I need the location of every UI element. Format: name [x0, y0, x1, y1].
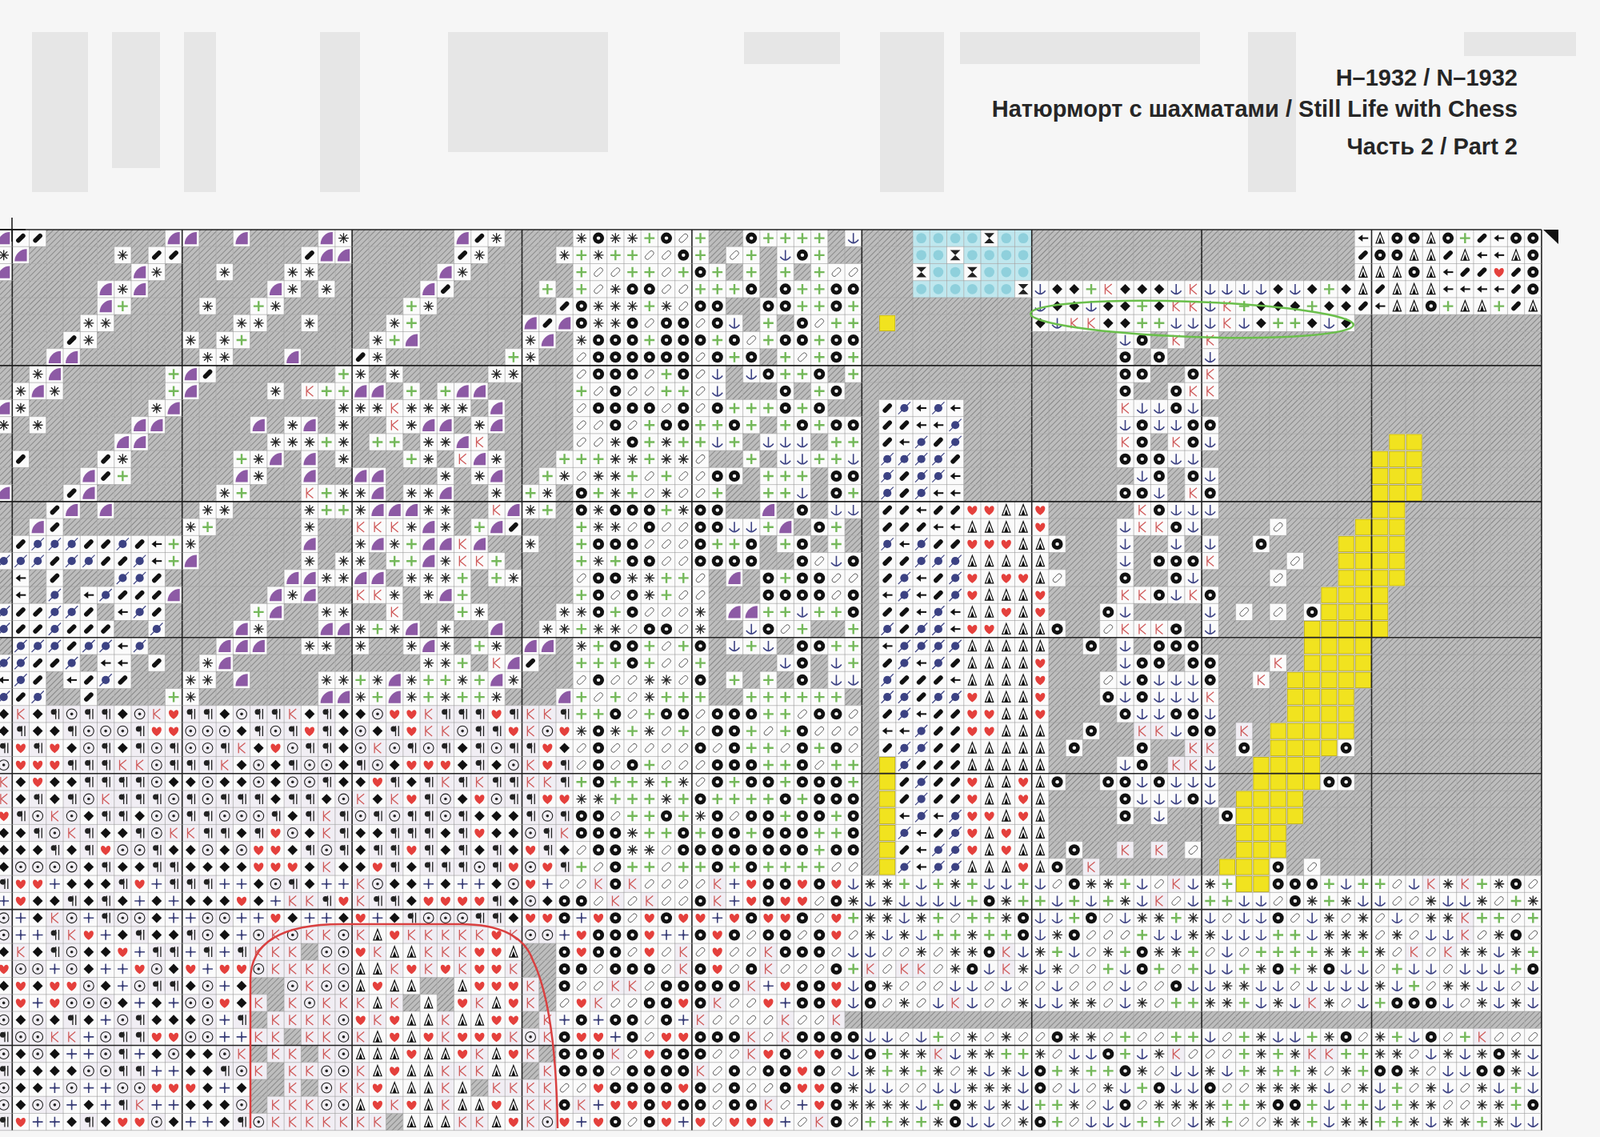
annotations [0, 217, 1559, 1128]
red-outline [250, 924, 558, 1128]
bleed-through [32, 32, 1576, 192]
grid-lines [0, 229, 1542, 1131]
green-ellipse [1029, 296, 1354, 343]
corner-mark [0, 217, 26, 242]
chart-code: H–1932 / N–1932 [1336, 65, 1518, 92]
corner-triangle [1543, 229, 1559, 244]
chart-part: Часть 2 / Part 2 [1346, 134, 1518, 160]
stitch-grid [0, 229, 1542, 1131]
chart-title: Натюрморт с шахматами / Still Life with … [992, 96, 1518, 123]
